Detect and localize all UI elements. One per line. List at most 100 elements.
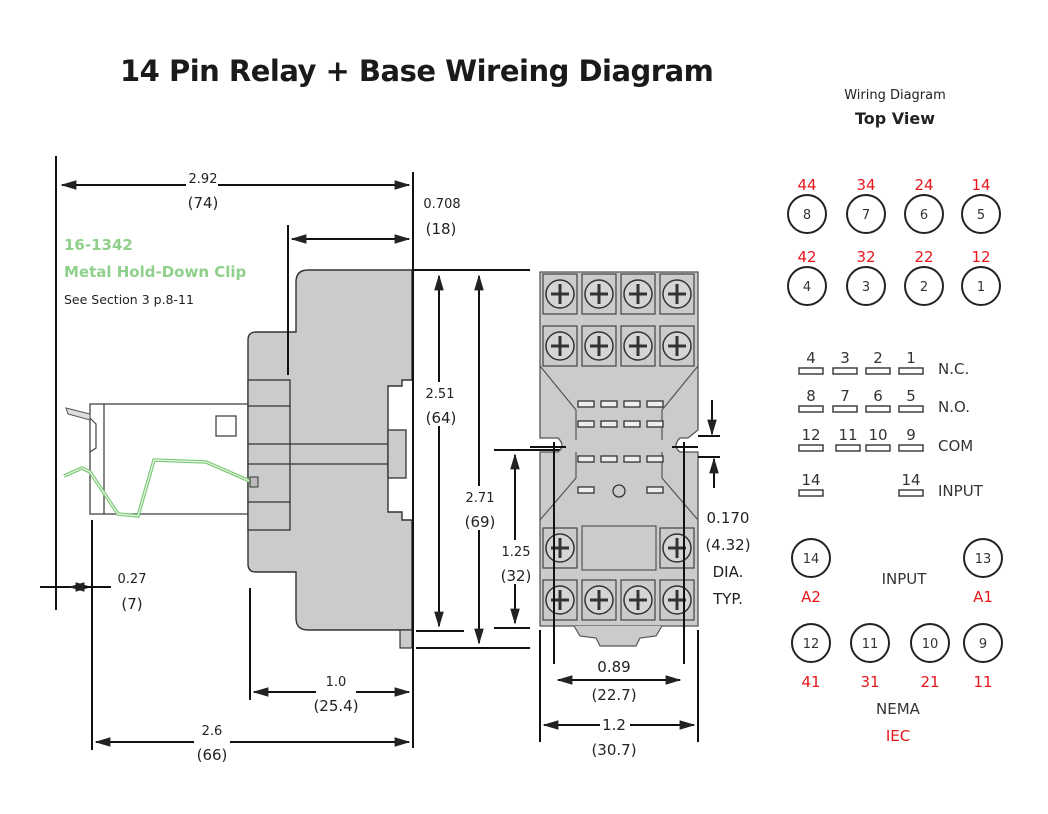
- contact-slot: [865, 405, 891, 413]
- pin-slot: [646, 486, 664, 494]
- side-dimension-lines: [40, 156, 560, 750]
- pin-slot: [600, 455, 618, 463]
- din-latch: [387, 429, 407, 479]
- pin-slot: [646, 420, 664, 428]
- pin-slot: [600, 400, 618, 408]
- pin-number: 14: [803, 552, 820, 567]
- screw-slot: [629, 590, 647, 610]
- pin-number: 3: [862, 280, 870, 295]
- contact-pin-number: 7: [840, 387, 850, 405]
- pin-number: 10: [922, 637, 939, 652]
- relay-window: [215, 415, 237, 437]
- dim-hole-dia-mm: (4.32): [705, 536, 750, 554]
- contact-pin-number: 14: [901, 471, 920, 489]
- contact-pin-number: 10: [868, 426, 887, 444]
- dim-relay-length-in: 2.6: [202, 724, 223, 739]
- contact-type-label: N.O.: [938, 398, 970, 416]
- iec-label: 11: [973, 673, 992, 691]
- clip-part-number: 16-1342: [64, 236, 133, 254]
- pin-number: 13: [975, 552, 992, 567]
- dim-base-height-mm: (69): [465, 513, 496, 531]
- iec-label: 12: [971, 248, 990, 266]
- dim-hole-dia-in: 0.170: [707, 509, 750, 527]
- dim-clip-offset-mm: (18): [426, 220, 457, 238]
- pin-slot: [646, 455, 664, 463]
- screw-slot: [590, 284, 608, 304]
- screw-slot: [629, 284, 647, 304]
- contact-slot: [798, 367, 824, 375]
- pin-circle: [846, 194, 886, 234]
- pin-circle: [963, 623, 1003, 663]
- dim-overall-length-in: 2.92: [189, 172, 218, 187]
- contact-pin-number: 9: [906, 426, 916, 444]
- contact-pin-number: 3: [840, 349, 850, 367]
- screw-slot: [590, 590, 608, 610]
- screw-slot: [668, 284, 686, 304]
- pin-number: 5: [977, 208, 985, 223]
- contact-pin-number: 12: [801, 426, 820, 444]
- pin-number: 2: [920, 280, 928, 295]
- dim-relay-length-mm: (66): [197, 746, 228, 764]
- pin-number: 6: [920, 208, 928, 223]
- input-pin-circle: [791, 538, 831, 578]
- dim-relay-height-in: 2.51: [426, 387, 455, 402]
- contact-slot: [798, 405, 824, 413]
- wiring-view-label: Top View: [854, 109, 936, 128]
- dim-hole-dia-typ: TYP.: [712, 590, 743, 608]
- contact-type-label: COM: [938, 437, 973, 455]
- contact-slot: [898, 489, 924, 497]
- input-pin-circle: [963, 538, 1003, 578]
- contact-type-label: N.C.: [938, 360, 969, 378]
- pin-slot: [623, 420, 641, 428]
- iec-label: A2: [801, 588, 821, 606]
- socket-front-view: [539, 271, 699, 647]
- dim-hole-dia-note: DIA.: [713, 563, 744, 581]
- wiring-diagram-label: Wiring Diagram: [844, 88, 946, 103]
- iec-label: 32: [856, 248, 875, 266]
- pin-number: 4: [803, 280, 811, 295]
- pin-circle: [787, 266, 827, 306]
- screw-slot: [551, 336, 569, 356]
- pin-circle: [910, 623, 950, 663]
- pin-slot: [623, 400, 641, 408]
- legend-nema: NEMA: [876, 700, 921, 718]
- screw-slot: [629, 336, 647, 356]
- contact-type-label: INPUT: [938, 482, 984, 500]
- contact-pin-number: 6: [873, 387, 883, 405]
- dim-overall-length-mm: (74): [188, 194, 219, 212]
- pin-circle: [846, 266, 886, 306]
- contact-slot: [798, 444, 824, 452]
- contact-pin-number: 8: [806, 387, 816, 405]
- iec-label: 22: [914, 248, 933, 266]
- pin-slot: [600, 420, 618, 428]
- contact-slot: [898, 405, 924, 413]
- pin-number: 9: [979, 637, 987, 652]
- contact-slot: [865, 444, 891, 452]
- pin-number: 7: [862, 208, 870, 223]
- contact-slot: [798, 489, 824, 497]
- screw-slot: [551, 284, 569, 304]
- pin-circle: [904, 266, 944, 306]
- contact-slot: [832, 367, 858, 375]
- dim-base-depth-in: 1.0: [326, 675, 347, 690]
- contact-slot: [835, 444, 861, 452]
- dim-base-height-in: 2.71: [466, 491, 495, 506]
- pin-slot: [577, 420, 595, 428]
- front-dimension-labels: 0.89 (22.7) 1.2 (30.7) 0.170 (4.32) DIA.…: [591, 509, 750, 759]
- iec-label: 14: [971, 176, 990, 194]
- pin-circle: [791, 623, 831, 663]
- screw-slot: [668, 336, 686, 356]
- iec-label: 34: [856, 176, 875, 194]
- iec-label: 31: [860, 673, 879, 691]
- clip-reference: See Section 3 p.8-11: [64, 292, 194, 307]
- pin-circle: [961, 194, 1001, 234]
- iec-label: 24: [914, 176, 933, 194]
- pin-number: 8: [803, 208, 811, 223]
- pin-circle: [961, 266, 1001, 306]
- pin-slot: [623, 455, 641, 463]
- dim-relay-height-mm: (64): [426, 409, 457, 427]
- dim-hole-pitch-mm: (22.7): [591, 686, 636, 704]
- pin-number: 11: [862, 637, 879, 652]
